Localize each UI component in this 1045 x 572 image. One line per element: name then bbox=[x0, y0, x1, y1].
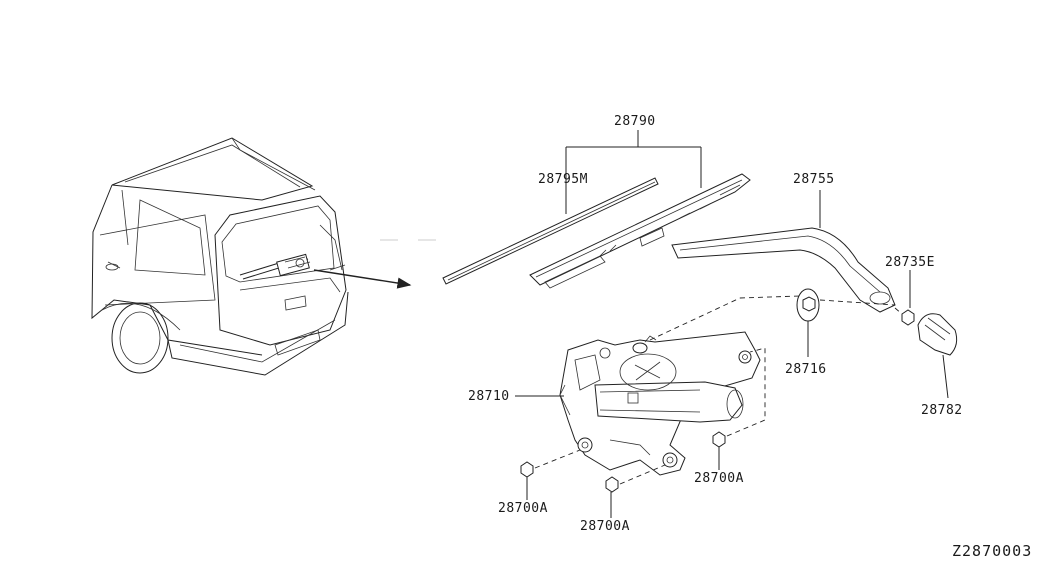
wiper-blade-assembly bbox=[529, 173, 751, 289]
arm-cap bbox=[917, 313, 958, 399]
label-28782: 28782 bbox=[921, 403, 963, 418]
vehicle-rear-illustration bbox=[91, 137, 349, 376]
wiper-blade-refill bbox=[442, 177, 659, 285]
mounting-bolt-left bbox=[520, 449, 581, 500]
label-28710: 28710 bbox=[468, 389, 510, 404]
mounting-bolt-right bbox=[712, 347, 766, 470]
label-28790: 28790 bbox=[614, 114, 656, 129]
arm-nut bbox=[894, 270, 915, 326]
label-28700a-right: 28700A bbox=[694, 471, 744, 486]
diagram-code: Z2870003 bbox=[952, 542, 1032, 560]
label-28700a-bottom: 28700A bbox=[580, 519, 630, 534]
label-28755: 28755 bbox=[793, 172, 835, 187]
wiper-arm bbox=[671, 190, 896, 313]
mounting-bolt-bottom bbox=[605, 464, 666, 518]
label-28735e: 28735E bbox=[885, 255, 935, 270]
shaft-seal bbox=[739, 288, 896, 357]
label-28795m: 28795M bbox=[538, 172, 588, 187]
pointer-arrow bbox=[313, 269, 412, 289]
label-28716: 28716 bbox=[785, 362, 827, 377]
blade-assembly-bracket bbox=[565, 130, 702, 214]
label-28700a-left: 28700A bbox=[498, 501, 548, 516]
wiper-motor bbox=[515, 297, 761, 476]
